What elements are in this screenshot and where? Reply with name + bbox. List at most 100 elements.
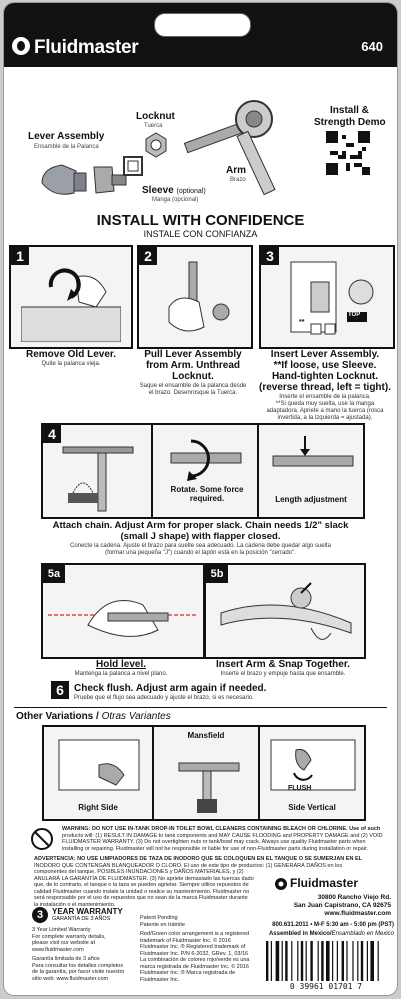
step-5a-panel: 5a (41, 563, 205, 659)
step-5a-number: 5a (43, 565, 65, 583)
step-3-caption-line4: (reverse thread, left = tight). (259, 382, 391, 393)
step-3-number: 3 (261, 247, 279, 265)
warranty-details: 3 Year Limited Warranty For complete war… (32, 927, 125, 982)
page-title: INSTALL WITH CONFIDENCE (96, 212, 305, 229)
barcode-bar (300, 941, 304, 981)
lever-assembly-illustration (41, 164, 127, 195)
barcode-bar (291, 941, 293, 981)
step-2-caption-line3: Locknut. (172, 371, 214, 382)
side-vertical-label: Side Vertical (288, 803, 336, 812)
barcode-icon (266, 941, 379, 981)
step-1-illustration (21, 268, 121, 342)
variations-title: Other Variations / Otras Variantes (16, 711, 171, 722)
barcode-bar (297, 941, 299, 981)
sleeve-label-es: Manga (opcional) (152, 197, 199, 203)
step-3-caption-es-line4: invertida, a la izquierda = ajustada). (277, 415, 373, 421)
sleeve-icon (123, 156, 143, 176)
flush-label: FLUSH (288, 785, 312, 792)
mansfield-label: Mansfield (187, 731, 225, 740)
step-3-top-label: TOP (348, 312, 361, 318)
step-3-caption-es-line3: adaptadora. Apriete a mano la tuerca (ro… (266, 408, 384, 414)
barcode-bar (310, 941, 313, 981)
step-4-tank-illustration (62, 446, 134, 512)
footer-logo-icon (275, 878, 287, 890)
step-1-panel: 1 (9, 245, 133, 349)
footer-address: 30800 Rancho Viejo Rd. San Juan Capistra… (293, 894, 391, 917)
step-4-caption-line2: (small J shape) with flapper closed. (120, 531, 281, 542)
step-6-caption: Check flush. Adjust arm again if needed. (74, 683, 267, 694)
step-5a-caption-es: Mantenga la palanca a nivel plano. (74, 671, 168, 677)
warning-text-es: ADVERTENCIA: NO USE LIMPIADORES DE TAZA … (34, 856, 362, 908)
divider (14, 707, 387, 708)
barcode-bar (285, 941, 288, 981)
barcode-bar (360, 941, 364, 981)
barcode-bar (275, 941, 280, 981)
step-2-number: 2 (139, 247, 157, 265)
step-4-length-text: Length adjustment (275, 495, 347, 504)
step-4-rotate-illustration (170, 439, 242, 481)
step-1-caption: Remove Old Lever. (25, 349, 117, 360)
warranty-title: YEAR WARRANTY (52, 907, 123, 916)
header-bar: Fluidmaster 640 (4, 3, 397, 67)
barcode-bar (336, 941, 338, 981)
barcode-bar (321, 941, 324, 981)
demo-title-line2: Strength Demo (314, 117, 386, 128)
step-1-caption-es: Quite la palanca vieja. (41, 361, 101, 367)
step-4-caption-line1: Attach chain. Adjust Arm for proper slac… (52, 520, 349, 531)
hang-hole (154, 13, 251, 37)
footer-brand: Fluidmaster (290, 876, 359, 890)
warning-text-en: WARNING: DO NOT USE IN-TANK DROP-IN TOIL… (62, 826, 383, 852)
customer-phone: 800.631.2011 • M-F 5:30 am - 5:00 pm (PS… (272, 922, 394, 928)
step-4-caption-es-line1: Conecte la cadena. Ajuste el brazo para … (70, 543, 331, 549)
barcode-bar (352, 941, 354, 981)
step-2-caption-line2: from Arm. Unthread (145, 360, 241, 371)
step-4-length-illustration (272, 436, 354, 467)
step-5b-caption-es: Inserte el brazo y empuje hasta que ensa… (220, 671, 346, 677)
model-number: 640 (361, 39, 383, 54)
step-3-caption-line1: Insert Lever Assembly. (270, 349, 380, 360)
locknut-label: Locknut (136, 111, 175, 122)
arm-label-es: Brazo (230, 177, 246, 183)
side-vertical-illustration (270, 739, 356, 791)
step-5b-illustration (220, 582, 352, 640)
warranty-title-es: GARANTÍA DE 3 AÑOS (52, 916, 111, 922)
step-5a-illustration (48, 600, 198, 637)
step-3-caption-line2: **If loose, use Sleeve. (273, 360, 377, 371)
barcode-bar (332, 941, 334, 981)
qr-code-icon[interactable] (326, 131, 370, 175)
barcode-bar (266, 941, 269, 981)
brand-name: Fluidmaster (34, 37, 139, 58)
step-3-caption-es-line2: **Si queda muy suelta, use la manga (275, 401, 375, 407)
variations-panel: Right Side Mansfield FLUSH Side Vertical (42, 725, 366, 821)
step-4-caption-es-line2: (formar una pequeña "J") cuando el tapón… (105, 550, 296, 556)
barcode-bar (317, 941, 319, 981)
step-5b-caption: Insert Arm & Snap Together. (216, 659, 350, 670)
step-2-caption-line1: Pull Lever Assembly (144, 349, 242, 360)
package-card: Fluidmaster 640 Lever Assembly Ensamble … (4, 3, 397, 995)
step-4-number: 4 (43, 425, 61, 443)
step-2-illustration (168, 261, 230, 332)
barcode-bar (326, 941, 330, 981)
barcode-bar (305, 941, 307, 981)
step-1-number: 1 (11, 247, 29, 265)
warranty-badge: 3 (32, 907, 48, 923)
step-6-caption-es: Pruebe que el flujo sea adecuado y ajust… (74, 695, 254, 701)
step-5b-number: 5b (206, 565, 228, 583)
arm-illustration (183, 100, 276, 196)
barcode-bar (357, 941, 359, 981)
barcode-bar (270, 941, 272, 981)
step-3-panel: 3 TOP ** (259, 245, 395, 349)
barcode-bar (370, 941, 374, 981)
barcode-bar (377, 941, 379, 981)
barcode-digits: 0 39961 01701 7 (289, 982, 363, 991)
step-3-caption-es-line1: Inserte el ensamble de la palanca. (279, 394, 371, 400)
step-5a-caption: Hold level. (95, 659, 146, 670)
barcode-bar (341, 941, 344, 981)
right-side-label: Right Side (78, 803, 118, 812)
lever-assembly-label-es: Ensamble de la Palanca (34, 144, 99, 150)
barcode-bar (281, 941, 283, 981)
step-2-caption-es: Saque el ensamble de la palanca desde el… (139, 383, 247, 396)
locknut-label-es: Tuerca (144, 123, 163, 129)
